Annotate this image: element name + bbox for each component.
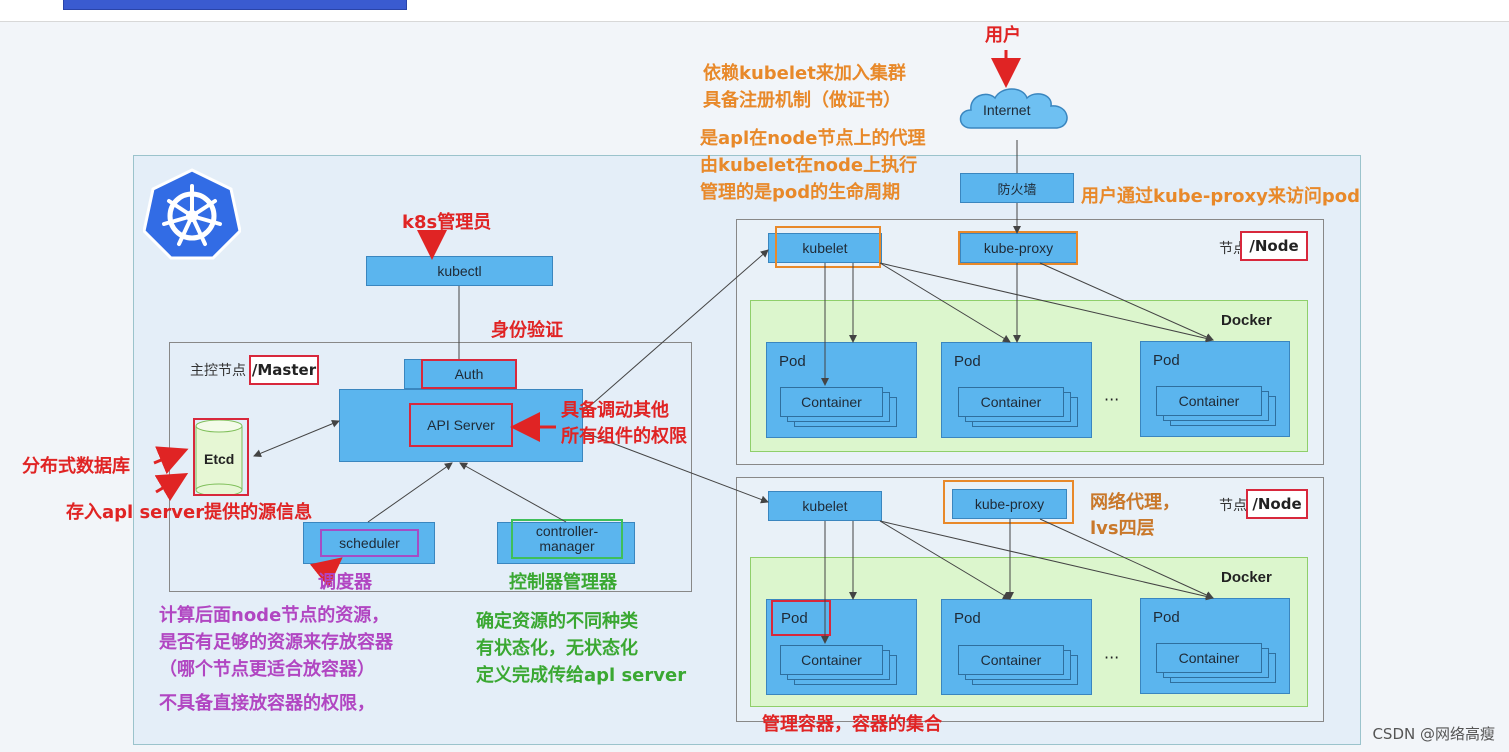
node2-ellipsis: ··· — [1104, 648, 1120, 667]
node2-kube-proxy: kube-proxy — [952, 489, 1067, 519]
pod-label: Pod — [1153, 609, 1180, 626]
auth-label: Auth — [421, 359, 517, 389]
note-net-proxy-2: lvs四层 — [1090, 518, 1155, 539]
note-auth-verify: 身份验证 — [491, 320, 563, 341]
note-admin: k8s管理员 — [402, 212, 492, 233]
title-banner — [63, 0, 407, 10]
note-store-source: 存入apl server提供的源信息 — [66, 502, 313, 523]
node2-kubelet: kubelet — [768, 491, 882, 521]
note-kubelet-exec: 由kubelet在node上执行 — [700, 155, 918, 176]
note-manage-containers: 管理容器，容器的集合 — [762, 714, 942, 735]
note-scheduler-cn: 调度器 — [318, 572, 372, 593]
master-tag-prefix: 主控节点 — [190, 363, 246, 379]
node1-pod-2-container: Container — [958, 387, 1064, 417]
internet-cloud-icon — [953, 82, 1081, 142]
scheduler-label: scheduler — [320, 529, 419, 557]
kubectl-box: kubectl — [366, 256, 553, 286]
node2-pod-3-container: Container — [1156, 643, 1262, 673]
note-ctrl-desc-3: 定义完成传给apl server — [476, 665, 687, 686]
note-register: 具备注册机制（做证书） — [703, 90, 901, 111]
node1-kube-proxy: kube-proxy — [960, 233, 1077, 263]
note-sched-desc-1: 计算后面node节点的资源， — [159, 605, 390, 626]
internet-label: Internet — [983, 102, 1031, 118]
note-api-power-1: 具备调动其他 — [561, 400, 669, 421]
top-bar — [0, 0, 1509, 22]
node1-tag: /Node — [1240, 231, 1308, 261]
node2-pod-1-container: Container — [780, 645, 883, 675]
pod-label: Pod — [779, 353, 806, 370]
pod-label: Pod — [954, 610, 981, 627]
note-api-agent: 是apl在node节点上的代理 — [700, 128, 926, 149]
note-sched-desc-3: （哪个节点更适合放容器） — [159, 659, 375, 680]
note-sched-desc-4: 不具备直接放容器的权限， — [159, 693, 375, 714]
node1-ellipsis: ··· — [1104, 390, 1120, 409]
etcd-database — [193, 418, 249, 497]
note-api-power-2: 所有组件的权限 — [561, 426, 687, 447]
note-ctrl-desc-1: 确定资源的不同种类 — [476, 611, 638, 632]
node2-tag: /Node — [1246, 489, 1308, 519]
kubernetes-logo — [142, 168, 242, 260]
note-net-proxy-1: 网络代理， — [1090, 492, 1180, 513]
note-distributed-db: 分布式数据库 — [22, 456, 130, 477]
master-tag: /Master — [249, 355, 319, 385]
node1-kubelet: kubelet — [768, 233, 882, 263]
pod-label: Pod — [954, 353, 981, 370]
note-controller-cn: 控制器管理器 — [509, 572, 617, 593]
node1-pod-3-container: Container — [1156, 386, 1262, 416]
etcd-label: Etcd — [204, 451, 235, 467]
node2-tag-prefix: 节点 — [1219, 498, 1247, 514]
node1-kubelet-highlight — [775, 226, 881, 268]
firewall-box: 防火墙 — [960, 173, 1074, 203]
user-label: 用户 — [985, 25, 1021, 46]
node2-pod-1-label: Pod — [771, 600, 831, 636]
watermark: CSDN @网络高瘦 — [1372, 725, 1495, 743]
note-sched-desc-2: 是否有足够的资源来存放容器 — [159, 632, 393, 653]
note-ctrl-desc-2: 有状态化，无状态化 — [476, 638, 638, 659]
note-pod-lifecycle: 管理的是pod的生命周期 — [700, 182, 901, 203]
pod-label: Pod — [1153, 352, 1180, 369]
node2-docker-label: Docker — [1221, 569, 1272, 586]
node1-pod-1-container: Container — [780, 387, 883, 417]
node1-docker-label: Docker — [1221, 312, 1272, 329]
node2-kube-proxy-highlight — [943, 480, 1074, 524]
note-proxy-access: 用户通过kube-proxy来访问pod — [1081, 186, 1360, 207]
controller-manager-label: controller-manager — [511, 519, 623, 559]
node2-pod-2-container: Container — [958, 645, 1064, 675]
note-kubelet-join: 依赖kubelet来加入集群 — [703, 63, 906, 84]
